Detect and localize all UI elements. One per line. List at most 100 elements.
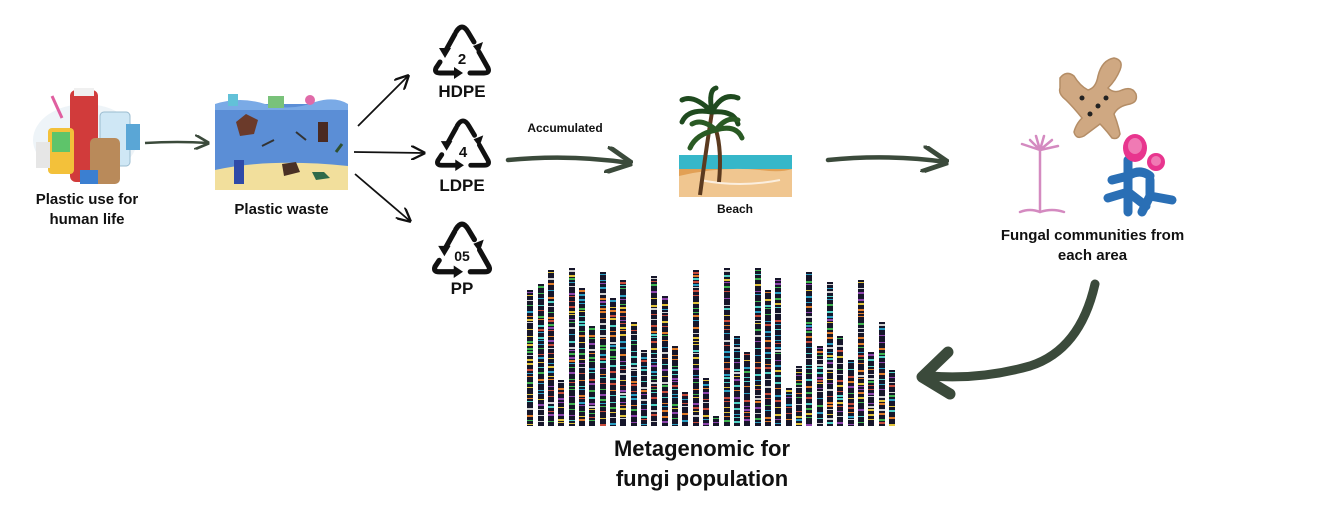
barcode-stripe	[579, 348, 585, 349]
barcode-stripe	[806, 336, 812, 338]
barcode-stripe	[879, 419, 885, 421]
barcode-stripe	[827, 402, 833, 404]
barcode-stripe	[827, 284, 833, 285]
barcode-stripe	[558, 402, 564, 403]
barcode-stripe	[600, 301, 606, 303]
barcode-stripe	[651, 365, 657, 367]
barcode-stripe	[538, 372, 544, 374]
barcode-stripe	[827, 347, 833, 349]
barcode-stripe	[651, 353, 657, 354]
barcode-stripe	[662, 309, 668, 310]
barcode-stripe	[775, 395, 781, 397]
barcode-stripe	[641, 416, 647, 418]
barcode-stripe	[548, 396, 554, 397]
barcode-stripe	[796, 372, 802, 373]
label-metagenomic: Metagenomic for fungi population	[613, 436, 791, 491]
barcode-stripe	[806, 417, 812, 418]
arrow-fungi-to-metagenomic	[925, 279, 1100, 382]
barcode-stripe	[775, 414, 781, 416]
barcode-stripe	[620, 347, 626, 349]
barcode-stripe	[569, 311, 575, 313]
barcode-stripe	[548, 272, 554, 273]
barcode-stripe	[548, 358, 554, 359]
barcode-stripe	[579, 395, 585, 397]
barcode-stripe	[569, 270, 575, 272]
barcode-stripe	[538, 344, 544, 345]
barcode-stripe	[527, 387, 533, 388]
barcode-stripe	[848, 386, 854, 388]
barcode-stripe	[755, 306, 761, 308]
barcode-stripe	[548, 376, 554, 377]
barcode-bar	[817, 346, 823, 426]
barcode-stripe	[889, 417, 895, 419]
barcode-stripe	[672, 348, 678, 350]
barcode-stripe	[703, 399, 709, 400]
barcode-stripe	[693, 382, 699, 383]
barcode-stripe	[672, 408, 678, 409]
barcode-stripe	[734, 372, 740, 374]
barcode-stripe	[548, 320, 554, 322]
barcode-stripe	[538, 357, 544, 359]
barcode-stripe	[848, 416, 854, 418]
barcode-stripe	[589, 417, 595, 418]
barcode-stripe	[765, 299, 771, 301]
barcode-stripe	[538, 399, 544, 400]
barcode-stripe	[579, 359, 585, 360]
barcode-stripe	[569, 322, 575, 323]
barcode-stripe	[672, 418, 678, 419]
barcode-stripe	[837, 416, 843, 417]
barcode-stripe	[848, 398, 854, 399]
barcode-stripe	[724, 315, 730, 316]
barcode-stripe	[703, 380, 709, 381]
barcode-stripe	[827, 332, 833, 334]
barcode-stripe	[600, 383, 606, 384]
barcode-stripe	[806, 408, 812, 410]
barcode-stripe	[527, 336, 533, 337]
barcode-stripe	[693, 315, 699, 317]
barcode-stripe	[775, 382, 781, 384]
barcode-stripe	[610, 412, 616, 413]
barcode-stripe	[610, 359, 616, 360]
barcode-stripe	[527, 295, 533, 296]
barcode-stripe	[527, 341, 533, 343]
barcode-stripe	[858, 397, 864, 399]
barcode-stripe	[589, 413, 595, 414]
barcode-bar	[796, 366, 802, 426]
barcode-stripe	[827, 414, 833, 415]
recycle-number-pp: 05	[454, 248, 470, 264]
barcode-stripe	[651, 410, 657, 412]
barcode-stripe	[693, 308, 699, 309]
barcode-stripe	[786, 394, 792, 395]
barcode-stripe	[693, 403, 699, 405]
barcode-stripe	[558, 407, 564, 408]
barcode-stripe	[548, 402, 554, 404]
label-beach: Beach	[716, 202, 754, 216]
barcode-stripe	[600, 335, 606, 337]
barcode-bar	[806, 272, 812, 426]
barcode-stripe	[662, 312, 668, 313]
barcode-stripe	[620, 415, 626, 417]
barcode-stripe	[548, 306, 554, 307]
barcode-stripe	[775, 423, 781, 424]
barcode-stripe	[662, 406, 668, 407]
barcode-stripe	[631, 376, 637, 377]
code-ldpe: LDPE	[439, 176, 485, 195]
barcode-stripe	[817, 372, 823, 374]
barcode-stripe	[693, 295, 699, 296]
barcode-stripe	[662, 321, 668, 323]
barcode-stripe	[734, 385, 740, 387]
barcode-stripe	[806, 386, 812, 388]
barcode-stripe	[662, 326, 668, 327]
barcode-stripe	[610, 407, 616, 409]
barcode-stripe	[682, 403, 688, 404]
barcode-stripe	[589, 361, 595, 362]
barcode-stripe	[775, 303, 781, 305]
barcode-stripe	[724, 275, 730, 277]
barcode-stripe	[879, 362, 885, 363]
barcode-stripe	[755, 311, 761, 313]
barcode-stripe	[879, 409, 885, 411]
barcode-stripe	[827, 304, 833, 306]
barcode-stripe	[848, 419, 854, 420]
barcode-stripe	[620, 285, 626, 286]
barcode-stripe	[817, 418, 823, 419]
